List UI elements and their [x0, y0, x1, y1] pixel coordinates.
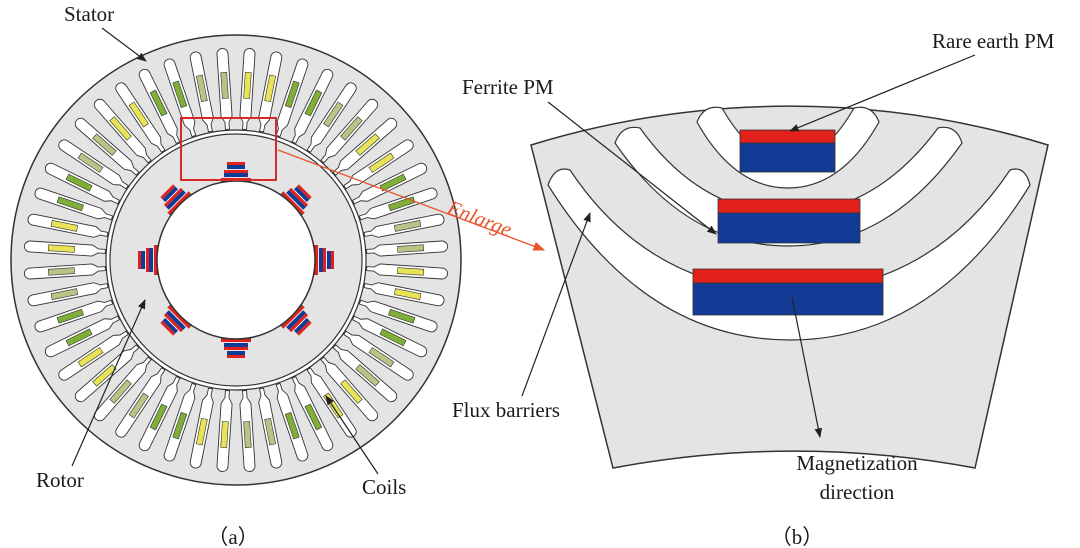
coil — [220, 71, 229, 99]
coil — [47, 244, 75, 253]
coil — [109, 116, 132, 141]
coil — [340, 379, 363, 404]
inner-pm-ferrite — [739, 142, 836, 173]
flux-barriers-leader — [521, 212, 591, 397]
coil — [196, 417, 208, 446]
coil — [388, 196, 416, 212]
coil — [243, 421, 252, 449]
coil — [109, 379, 132, 404]
middle-pm-ferrite — [717, 212, 861, 244]
coil — [304, 89, 323, 117]
caption-b: （b） — [771, 525, 824, 548]
outer-pm-ferrite — [692, 282, 884, 316]
shaft-hole — [156, 180, 316, 340]
rotor-label: Rotor — [36, 468, 84, 492]
coil — [323, 101, 344, 128]
coil — [128, 101, 149, 128]
coil — [368, 152, 395, 173]
coil — [304, 403, 323, 431]
coil — [149, 89, 168, 117]
stator-label: Stator — [64, 2, 114, 26]
coil — [388, 308, 416, 324]
outer-pm-rare-earth — [692, 268, 884, 284]
coil — [50, 220, 79, 232]
coil — [56, 308, 84, 324]
coil — [196, 74, 208, 103]
stator-leader — [101, 27, 147, 62]
coil — [92, 133, 117, 156]
motor-cross-section — [10, 34, 462, 486]
coil — [50, 288, 79, 300]
rotor-leader — [71, 299, 146, 467]
coil — [172, 80, 188, 108]
coil — [284, 412, 300, 440]
stator-coils — [47, 71, 425, 449]
flux-barrier-middle — [614, 126, 963, 247]
rare-earth-pm-leader — [789, 54, 976, 132]
coil — [220, 421, 229, 449]
coil — [47, 267, 75, 276]
coil — [284, 80, 300, 108]
flux-barrier-outer — [547, 168, 1031, 341]
coils-leader — [325, 395, 379, 475]
coil — [243, 71, 252, 99]
enlarge-arrow — [277, 149, 546, 251]
coil — [355, 133, 380, 156]
coil — [340, 116, 363, 141]
rare-earth-pm-label: Rare earth PM — [932, 29, 1055, 53]
coil — [368, 347, 395, 368]
coil — [65, 328, 93, 347]
caption-a: （a） — [207, 525, 258, 548]
inner-pm-rare-earth — [739, 129, 836, 144]
direction-label: direction — [820, 480, 895, 504]
magnetization-arrow — [791, 296, 823, 438]
coil — [149, 403, 168, 431]
magnetization-label: Magnetization — [796, 451, 918, 475]
enlarged-pole — [530, 105, 1049, 469]
flux-barriers-label: Flux barriers — [452, 398, 560, 422]
coil — [397, 244, 425, 253]
coil — [77, 347, 104, 368]
coil — [56, 196, 84, 212]
coil — [393, 288, 422, 300]
coil — [264, 417, 276, 446]
coils-label: Coils — [362, 475, 406, 499]
coil — [355, 364, 380, 387]
coil — [393, 220, 422, 232]
coil — [264, 74, 276, 103]
coil — [379, 328, 407, 347]
coil — [397, 267, 425, 276]
middle-pm-rare-earth — [717, 198, 861, 214]
coil — [65, 173, 93, 192]
coil — [128, 392, 149, 419]
coil — [172, 412, 188, 440]
ferrite-pm-leader — [547, 101, 717, 235]
enlarge-highlight-box — [180, 117, 277, 181]
coil — [92, 364, 117, 387]
coil — [77, 152, 104, 173]
ferrite-pm-label: Ferrite PM — [462, 75, 554, 99]
